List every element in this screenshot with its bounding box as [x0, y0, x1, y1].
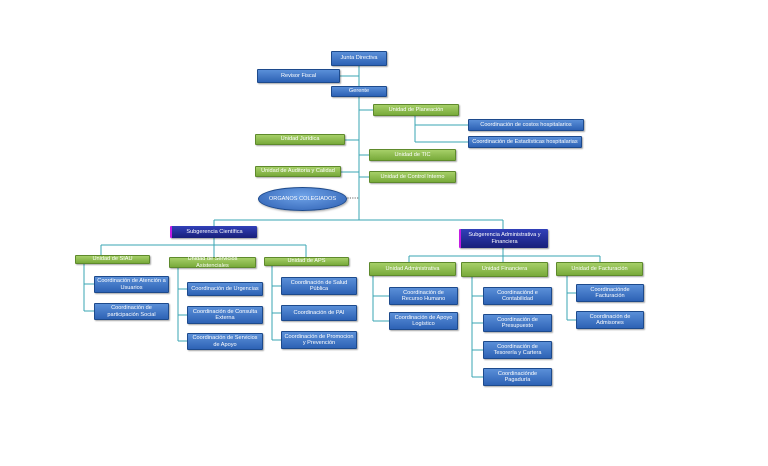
- coordinacion-consulta-externa-box: Coordinación de Consulta Externa: [187, 306, 263, 324]
- unidad-auditoria-box: Unidad de Auditoria y Calidad: [255, 166, 341, 177]
- subgerencia-administrativa-box: Subgerencia Administrativa y Financiera: [459, 229, 548, 248]
- revisor-fiscal-box: Revisor Fiscal: [257, 69, 340, 83]
- unidad-administrativa-box: Unidad Administrativa: [369, 262, 456, 276]
- coordinacion-presupuesto-box: Coordinación de Presupuesto: [483, 314, 552, 332]
- organos-colegiados-oval: ORGANOS COLEGIADOS: [258, 187, 347, 211]
- unidad-siau-box: Unidad de SIAU: [75, 255, 150, 264]
- gerente-box: Gerente: [331, 86, 387, 97]
- coordinacion-pai-box: Coordinación de PAI: [281, 305, 357, 321]
- coordinacion-facturacion-box: Coordinaciónde Facturación: [576, 284, 644, 302]
- coordinacion-contabilidad-box: Coordinaciónd e Contabilidad: [483, 287, 552, 305]
- coordinacion-urgencias-box: Coordinación de Urgencias: [187, 282, 263, 296]
- coordinacion-atencion-box: Coordinación de Atención a Usuarios: [94, 276, 169, 293]
- unidad-planeacion-box: Unidad de Planeación: [373, 104, 459, 116]
- unidad-financiera-box: Unidad Financiera: [461, 262, 548, 277]
- subgerencia-cientifica-box: Subgerencia Científica: [170, 226, 257, 238]
- coordinacion-costos-box: Coordinación de costos hospitalarios: [468, 119, 584, 131]
- coordinacion-participacion-box: Coordinación de participación Social: [94, 303, 169, 320]
- unidad-aps-box: Unidad de APS: [264, 257, 349, 266]
- unidad-juridica-box: Unidad Jurídica: [255, 134, 345, 145]
- unidad-tic-box: Unidad de TIC: [369, 149, 456, 161]
- coordinacion-recurso-humano-box: Coordinación de Recurso Humano: [389, 287, 458, 305]
- coordinacion-pagaduria-box: Coordinaciónde Pagaduría: [483, 368, 552, 386]
- unidad-facturacion-box: Unidad de Facturación: [556, 262, 643, 276]
- unidad-control-interno-box: Unidad de Control Interno: [369, 171, 456, 183]
- coordinacion-servicios-apoyo-box: Coordinación de Servicios de Apoyo: [187, 333, 263, 350]
- junta-directiva-box: Junta Directiva: [331, 51, 387, 66]
- coordinacion-admisiones-box: Coordinación de Admisones: [576, 311, 644, 329]
- coordinacion-apoyo-logistico-box: Coordinación de Apoyo Logístico: [389, 312, 458, 330]
- coordinacion-tesoreria-box: Coordinación de Tesorería y Cartera: [483, 341, 552, 359]
- coordinacion-promocion-box: Coordinación de Promocion y Prevención: [281, 331, 357, 349]
- coordinacion-salud-publica-box: Coordinación de Salud Pública: [281, 277, 357, 295]
- coordinacion-estadisticas-box: Coordinación de Estadísticas hospitalari…: [468, 136, 582, 148]
- unidad-servicios-asistenciales-box: Unidad de Servicios Asistenciales: [169, 256, 256, 269]
